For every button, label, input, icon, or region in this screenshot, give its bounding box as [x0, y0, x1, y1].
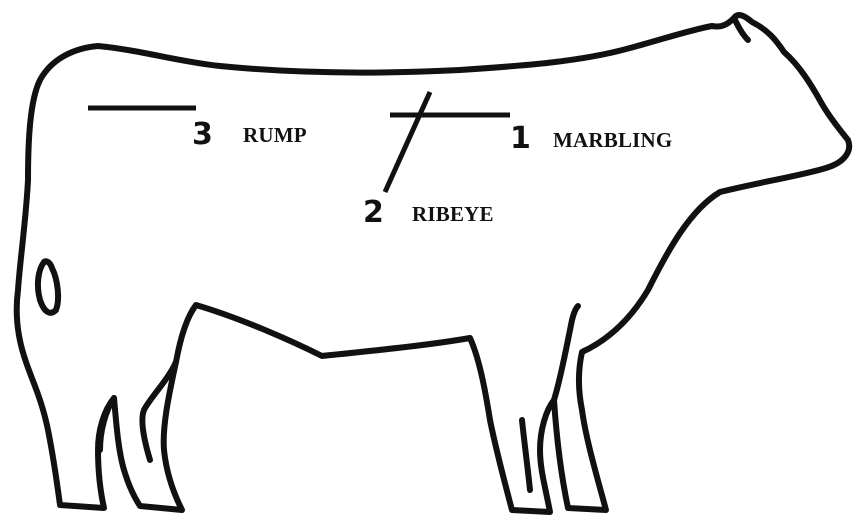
marker-number-rump: 3: [192, 117, 213, 152]
front-inner-leg: [551, 303, 581, 403]
rear-inner-leg: [139, 359, 179, 463]
front-inner-leg-2: [519, 417, 533, 493]
cow-ear: [731, 15, 751, 43]
rear-inner-leg-2: [97, 395, 117, 453]
ribeye-indicator-line: [382, 90, 433, 194]
label-ribeye: RIBEYE: [412, 202, 494, 226]
marker-number-ribeye: 2: [363, 195, 384, 230]
label-rump: RUMP: [243, 123, 307, 147]
cow-tail: [34, 258, 62, 316]
marker-number-marbling: 1: [510, 121, 531, 156]
label-marbling: MARBLING: [553, 128, 673, 152]
